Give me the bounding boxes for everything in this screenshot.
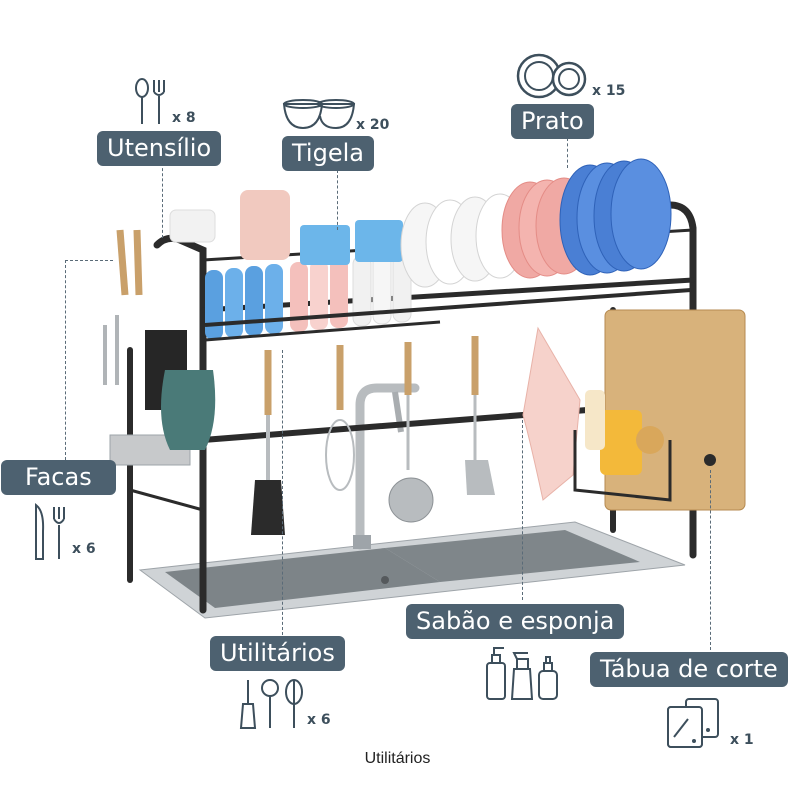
dish-rack-illustration — [103, 158, 746, 619]
utilities-count: x 6 — [307, 712, 331, 728]
image-caption: Utilitários — [364, 750, 431, 767]
soap-bottles-icon — [486, 647, 558, 700]
plate-count: x 15 — [592, 83, 626, 99]
board-count: x 1 — [730, 732, 754, 748]
faucet — [353, 383, 420, 550]
bowl-count: x 20 — [356, 117, 390, 133]
cutting-board-icon — [667, 698, 719, 748]
knives-count: x 6 — [72, 541, 96, 557]
utensil-label: Utensílio — [97, 131, 222, 166]
knives-label: Facas — [1, 460, 116, 495]
utensil-count: x 8 — [172, 110, 196, 126]
double-sink — [138, 521, 686, 619]
leader-line-knives — [65, 260, 66, 460]
bowl-label: Tigela — [282, 136, 374, 171]
leader-line-knives-h — [65, 260, 113, 261]
plate-label: Prato — [511, 104, 594, 139]
kitchen-tools-icon — [239, 679, 303, 729]
dish-basket — [169, 158, 692, 342]
leader-line-utilities — [282, 350, 283, 635]
cutting-board — [573, 309, 746, 511]
plates-icon — [516, 53, 587, 99]
leader-line-board — [710, 470, 711, 650]
knife-fork-icon — [35, 503, 65, 560]
leader-line-soap — [522, 420, 523, 600]
leader-line-plate — [567, 138, 568, 168]
board-label: Tábua de corte — [590, 652, 788, 687]
leader-line-utensil — [162, 163, 163, 238]
leader-line-bowl — [337, 170, 338, 230]
utilities-label: Utilitários — [210, 636, 345, 671]
soap-label: Sabão e esponja — [406, 604, 625, 639]
spoon-fork-icon — [135, 78, 165, 124]
bowls-icon — [282, 99, 356, 130]
hanging-tools — [161, 326, 581, 535]
